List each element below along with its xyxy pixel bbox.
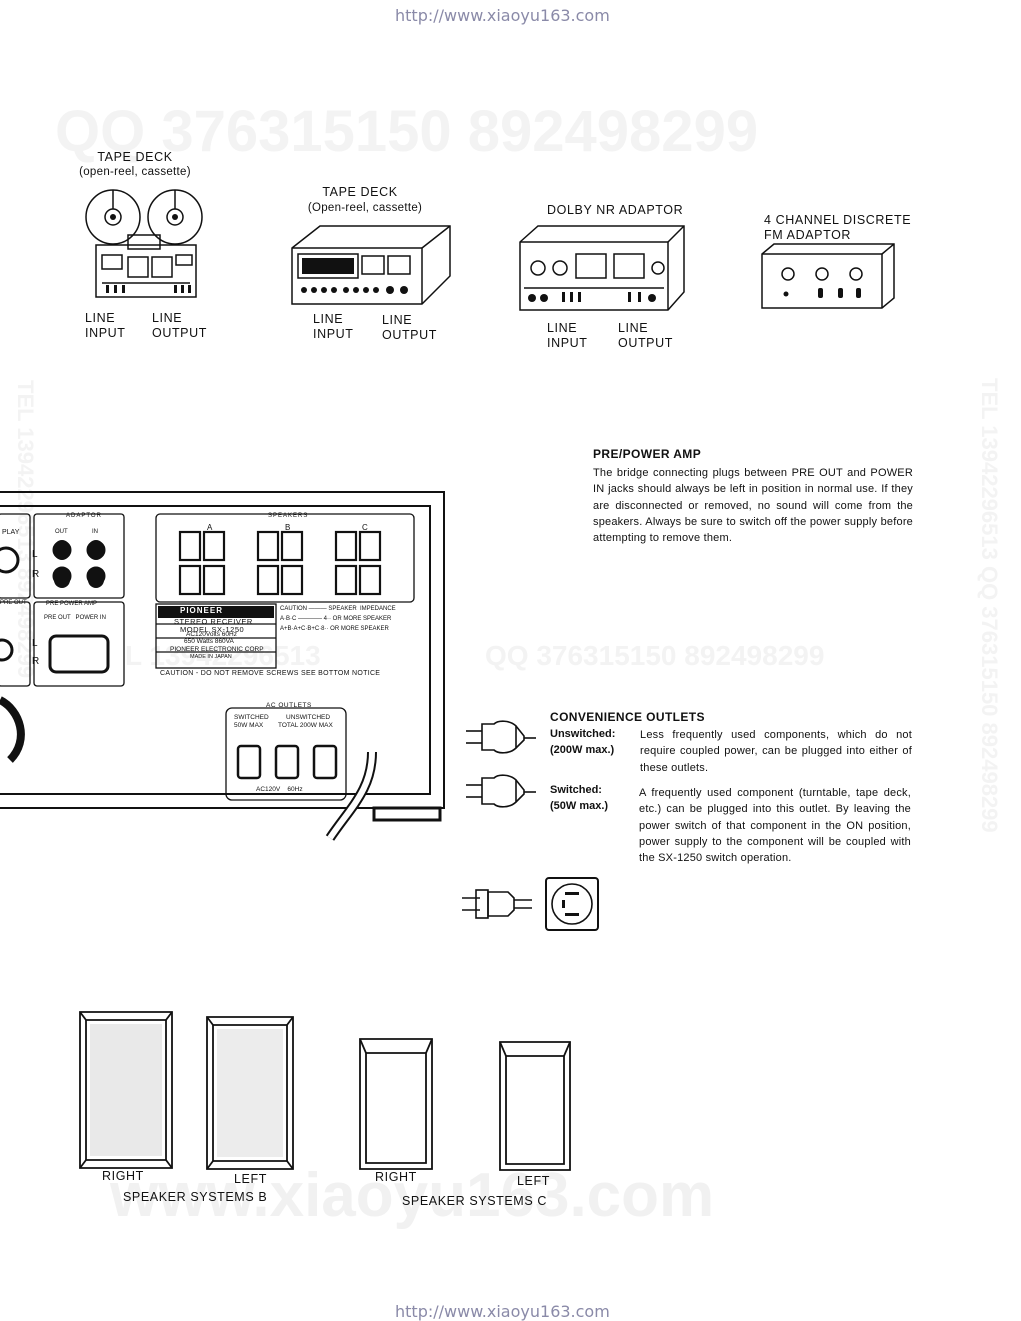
panel-adaptor-out: OUT (55, 529, 68, 535)
panel-caution-screws: CAUTION - DO NOT REMOVE SCREWS SEE BOTTO… (160, 670, 381, 677)
panel-maker: PIONEER ELECTRONIC CORP (170, 646, 264, 653)
speaker-b-right-label: RIGHT (102, 1169, 144, 1183)
panel-unswitched: UNSWITCHED (286, 714, 331, 721)
fm-adaptor-illustration (761, 243, 895, 309)
panel-caution-row1: A·B·C ———— 4·· OR MORE SPEAKER (280, 616, 392, 622)
panel-l-label-2: L (32, 638, 38, 649)
tape-deck-1-subtitle: (open-reel, cassette) (79, 166, 191, 178)
pre-power-body: The bridge connecting plugs between PRE … (593, 467, 913, 545)
speaker-b-left-label: LEFT (234, 1172, 267, 1186)
panel-total-max: TOTAL 200W MAX (278, 722, 333, 729)
pre-power-title: PRE/POWER AMP (593, 447, 702, 461)
panel-switched: SWITCHED (234, 714, 269, 721)
panel-brand: PIONEER (180, 606, 224, 615)
watermark-qq-top: QQ 376315150 892498299 (55, 99, 759, 164)
panel-model-line1: STEREO RECEIVER (174, 617, 253, 626)
speaker-b-left (206, 1016, 294, 1170)
panel-ac-outlets: AC OUTLETS (266, 702, 312, 709)
convenience-switched-term: Switched: (50W max.) (550, 784, 609, 812)
tape-deck-2-line-output: LINE OUTPUT (382, 313, 437, 342)
plug-icon-unswitched (466, 720, 536, 754)
panel-l-label: L (32, 549, 38, 560)
watermark-mid-left: L 13942296513 (125, 640, 321, 671)
plug-icon-switched (466, 774, 536, 808)
watermark-qq-mid: QQ 376315150 892498299 (485, 640, 825, 671)
dolby-line-output: LINE OUTPUT (618, 321, 673, 350)
panel-caution-row2: A+B·A+C·B+C·8·· OR MORE SPEAKER (280, 626, 389, 632)
tape-deck-1-line-input: LINE INPUT (85, 311, 126, 340)
speaker-b-caption: SPEAKER SYSTEMS B (123, 1190, 268, 1204)
footer-url[interactable]: http://www.xiaoyu163.com (395, 1302, 610, 1321)
panel-adaptor-in: IN (92, 529, 98, 535)
panel-r-label: R (32, 569, 40, 580)
panel-adaptor-label: ADAPTOR (66, 513, 102, 519)
panel-made-in: MADE IN JAPAN (190, 654, 232, 660)
watermark-tel-right: TEL 13942296513 QQ 376315150 892498299 (977, 378, 1002, 833)
panel-pre-out-power-in: PRE OUT POWER IN (44, 615, 106, 621)
panel-switched-max: 50W MAX (234, 722, 264, 729)
tape-deck-2-subtitle: (Open-reel, cassette) (307, 202, 423, 214)
tape-deck-2-line-input: LINE INPUT (313, 312, 354, 341)
panel-rating-line1: AC120Volts 60Hz (186, 631, 237, 638)
tape-deck-1-title: TAPE DECK (97, 150, 173, 164)
convenience-switched-desc: A frequently used component (turntable, … (639, 787, 911, 865)
speaker-c-left (499, 1041, 571, 1171)
panel-model-line2: MODEL SX-1250 (180, 625, 245, 634)
panel-r-label-2: R (32, 656, 40, 667)
tape-deck-2-illustration (291, 225, 451, 305)
speaker-c-right (359, 1038, 433, 1170)
speaker-c-caption: SPEAKER SYSTEMS C (402, 1194, 547, 1208)
header-url[interactable]: http://www.xiaoyu163.com (395, 6, 610, 25)
watermark-site-bottom: www.xiaoyu163.com (110, 1161, 715, 1230)
panel-caution-head: CAUTION ——— SPEAKER IMPEDANCE (280, 606, 396, 612)
panel-ac-rating: AC120V 60Hz (256, 786, 303, 793)
panel-rating-line2: 650 Watts 860VA (184, 638, 234, 645)
panel-speakers-label: SPEAKERS (268, 513, 309, 519)
dolby-illustration (519, 225, 685, 311)
outlet-plug-icon (462, 877, 599, 931)
convenience-unswitched-desc: Less frequently used components, which d… (640, 729, 912, 774)
receiver-rear-panel (0, 491, 445, 841)
dolby-title: DOLBY NR ADAPTOR (547, 203, 684, 217)
speaker-c-left-label: LEFT (517, 1174, 550, 1188)
tape-deck-1-illustration (85, 189, 203, 298)
panel-pre-out-label: PRE OUT (0, 600, 27, 606)
panel-play-label: PLAY (2, 529, 20, 536)
convenience-unswitched-term: Unswitched: (200W max.) (550, 728, 616, 756)
panel-spk-b: B (285, 523, 291, 532)
panel-spk-a: A (207, 523, 213, 532)
convenience-title: CONVENIENCE OUTLETS (550, 710, 705, 724)
panel-pre-power-amp: PRE POWER AMP (46, 601, 98, 607)
speaker-c-right-label: RIGHT (375, 1170, 417, 1184)
dolby-line-input: LINE INPUT (547, 321, 588, 350)
tape-deck-2-title: TAPE DECK (322, 185, 398, 199)
tape-deck-1-line-output: LINE OUTPUT (152, 311, 207, 340)
speaker-b-right (79, 1011, 173, 1169)
panel-spk-c: C (362, 523, 368, 532)
fm-adaptor-title: 4 CHANNEL DISCRETE FM ADAPTOR (764, 213, 912, 242)
